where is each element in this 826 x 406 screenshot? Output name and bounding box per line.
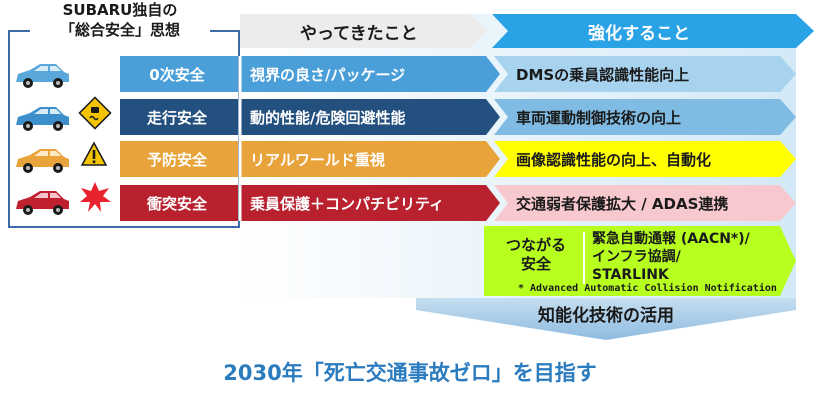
- utilization-arrow: [416, 298, 796, 340]
- row0-done-arrow: [120, 56, 500, 92]
- utilization-text: 知能化技術の活用: [538, 305, 674, 326]
- row0-strengthen-text: DMSの乗員認識性能向上: [516, 65, 690, 84]
- collision-icon: [80, 182, 111, 212]
- row-arrows: [120, 56, 796, 296]
- car-icon: [16, 107, 69, 131]
- framework-title-line1: SUBARU独自の: [62, 1, 178, 19]
- row1-done-text: 動的性能/危険回避性能: [250, 108, 406, 127]
- connected-footnote: * Advanced Automatic Collision Notificat…: [518, 283, 777, 294]
- connected-detail-line1: 緊急自動通報 (AACN*)/: [592, 231, 750, 247]
- goal-text: 2030年「死亡交通事故ゼロ」を目指す: [223, 361, 597, 385]
- slippery-road-icon: [78, 96, 112, 130]
- connected-label-line2: 安全: [520, 255, 551, 273]
- framework-title: SUBARU独自の 「総合安全」思想: [30, 0, 210, 44]
- row0-done-text: 視界の良さ/パッケージ: [250, 65, 406, 84]
- row1-strengthen-text: 車両運動制御技術の向上: [516, 108, 682, 127]
- row2-strengthen-text: 画像認識性能の向上、自動化: [516, 150, 712, 169]
- strengthen-header-arrow: [492, 14, 814, 48]
- connected-detail: 緊急自動通報 (AACN*)/ インフラ協調/ STARLINK: [592, 230, 750, 284]
- strengthen-header: 強化すること: [588, 23, 690, 44]
- category-0: 0次安全: [149, 65, 205, 84]
- row0-strengthen-arrow: [494, 56, 796, 92]
- done-header: やってきたこと: [300, 23, 418, 44]
- row3-strengthen-arrow: [494, 185, 796, 221]
- connected-label: つながる 安全: [490, 236, 582, 274]
- column-headers: [240, 14, 814, 48]
- row1-done-arrow: [120, 99, 500, 135]
- row2-done-text: リアルワールド重視: [250, 150, 385, 169]
- row3-strengthen-text: 交通弱者保護拡大 / ADAS連携: [516, 194, 729, 213]
- connected-detail-line2: インフラ協調/: [592, 249, 681, 265]
- connected-arrow: [484, 226, 796, 296]
- row2-strengthen-arrow: [494, 141, 796, 177]
- row3-done-text: 乗員保護＋コンパチビリティ: [250, 194, 445, 213]
- category-separators: [238, 56, 242, 221]
- row3-done-arrow: [120, 185, 500, 221]
- connected-detail-line3: STARLINK: [592, 267, 669, 283]
- warning-icon: [80, 141, 108, 166]
- car-icon: [16, 191, 69, 215]
- row2-done-arrow: [120, 141, 500, 177]
- car-icon: [16, 64, 69, 88]
- row1-strengthen-arrow: [494, 99, 796, 135]
- done-header-arrow: [240, 14, 488, 48]
- category-1: 走行安全: [146, 108, 207, 127]
- car-icon: [16, 149, 69, 173]
- framework-title-line2: 「総合安全」思想: [59, 21, 180, 39]
- connected-label-line1: つながる: [505, 236, 566, 254]
- category-3: 衝突安全: [146, 194, 207, 213]
- category-2: 予防安全: [146, 150, 207, 169]
